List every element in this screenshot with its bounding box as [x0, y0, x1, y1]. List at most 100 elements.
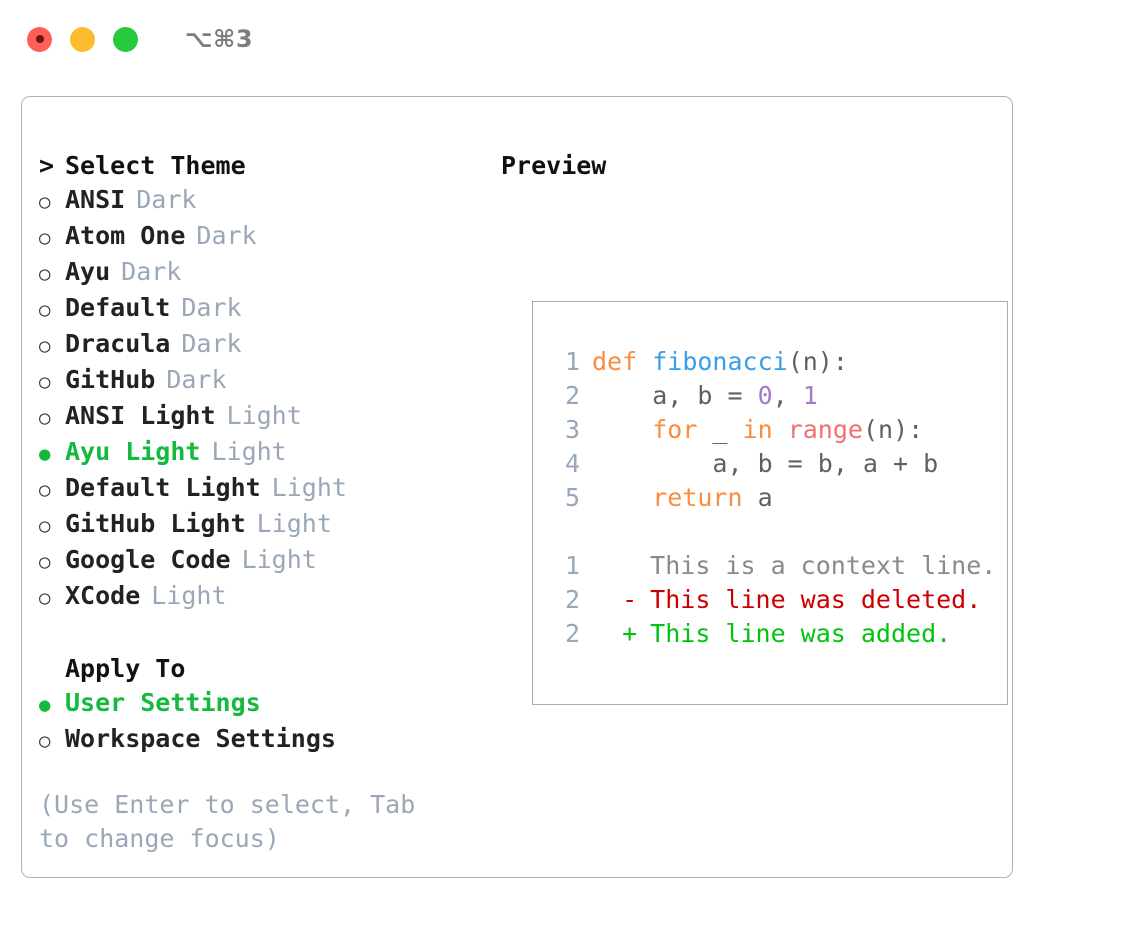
apply-to-item[interactable]: ● User Settings [39, 686, 489, 722]
theme-name: Ayu Light [65, 437, 201, 466]
apply-to-heading: Apply To [39, 652, 489, 686]
theme-variant-badge: Light [226, 401, 302, 430]
keyboard-shortcut-label: ⌥⌘3 [185, 25, 254, 53]
theme-name: Google Code [65, 545, 231, 574]
preview-heading: Preview [501, 149, 996, 183]
line-number: 1 [564, 551, 580, 580]
code-line: 2 a, b = 0, 1 [550, 379, 938, 413]
radio-unselected-icon: ○ [39, 407, 51, 429]
diff-marker: + [622, 619, 638, 648]
theme-variant-badge: Light [271, 473, 347, 502]
theme-list-item[interactable]: ○ GitHub Dark [39, 363, 489, 399]
theme-name: GitHub Light [65, 509, 246, 538]
theme-variant-badge: Dark [181, 329, 242, 358]
code-token: a [742, 483, 773, 512]
diff-line: 1 This is a context line. [550, 549, 996, 583]
theme-name: ANSI [65, 185, 126, 214]
apply-to-item[interactable]: ○ Workspace Settings [39, 722, 489, 758]
radio-unselected-icon: ○ [39, 299, 51, 321]
code-token: _ [697, 415, 743, 444]
radio-selected-icon: ● [39, 694, 51, 716]
radio-unselected-icon: ○ [39, 479, 51, 501]
theme-name: Default Light [65, 473, 261, 502]
diff-marker: - [622, 585, 638, 614]
theme-variant-badge: Dark [196, 221, 257, 250]
code-line: 4 a, b = b, a + b [550, 447, 938, 481]
line-number: 2 [564, 585, 580, 614]
close-button[interactable] [27, 26, 52, 52]
diff-gutter-space [592, 619, 622, 648]
theme-list-item[interactable]: ○ GitHub Light Light [39, 507, 489, 543]
theme-variant-badge: Dark [181, 293, 242, 322]
diff-gutter-space [592, 585, 622, 614]
code-token: a, b = [592, 381, 758, 410]
code-token [773, 415, 788, 444]
theme-list-item[interactable]: ○ Default Dark [39, 291, 489, 327]
heading-marker: > [39, 151, 55, 180]
radio-unselected-icon: ○ [39, 730, 51, 752]
theme-name: Ayu [65, 257, 111, 286]
theme-name: GitHub [65, 365, 156, 394]
radio-unselected-icon: ○ [39, 515, 51, 537]
radio-unselected-icon: ○ [39, 371, 51, 393]
line-number: 2 [564, 619, 580, 648]
zoom-button[interactable] [113, 26, 138, 52]
code-line: 5 return a [550, 481, 938, 515]
diff-text: This line was deleted. [635, 585, 982, 614]
diff-line: 2 - This line was deleted. [550, 583, 996, 617]
select-theme-heading: > Select Theme [39, 149, 489, 183]
theme-list-item[interactable]: ○ Google Code Light [39, 543, 489, 579]
theme-list-item[interactable]: ○ Default Light Light [39, 471, 489, 507]
diff-text: This is a context line. [635, 551, 997, 580]
code-token [592, 483, 652, 512]
diff-gutter-space [592, 551, 622, 580]
theme-list-item[interactable]: ○ ANSI Light Light [39, 399, 489, 435]
radio-unselected-icon: ○ [39, 551, 51, 573]
apply-to-list: ● User Settings ○ Workspace Settings [39, 686, 489, 758]
code-token: in [742, 415, 773, 444]
window-titlebar: ⌥⌘3 [0, 0, 1140, 78]
apply-to-label: Workspace Settings [65, 724, 336, 753]
theme-variant-badge: Dark [121, 257, 182, 286]
traffic-lights [27, 26, 138, 52]
theme-list-item[interactable]: ○ Dracula Dark [39, 327, 489, 363]
minimize-button[interactable] [70, 26, 95, 52]
preview-heading-label: Preview [501, 151, 607, 180]
theme-name: ANSI Light [65, 401, 216, 430]
line-number: 3 [564, 415, 580, 444]
select-theme-heading-label: Select Theme [65, 151, 246, 180]
code-token: (n): [787, 347, 848, 376]
theme-variant-badge: Dark [166, 365, 227, 394]
radio-unselected-icon: ○ [39, 227, 51, 249]
theme-variant-badge: Light [256, 509, 332, 538]
theme-variant-badge: Light [241, 545, 317, 574]
code-token: fibonacci [652, 347, 788, 376]
line-number: 1 [564, 347, 580, 376]
apply-to-label: User Settings [65, 688, 261, 717]
line-number: 4 [564, 449, 580, 478]
diff-text: This line was added. [635, 619, 952, 648]
theme-variant-badge: Light [151, 581, 227, 610]
code-token: 1 [802, 381, 818, 410]
line-number: 5 [564, 483, 580, 512]
radio-unselected-icon: ○ [39, 335, 51, 357]
code-line: 3 for _ in range(n): [550, 413, 938, 447]
code-token: (n): [862, 415, 924, 444]
theme-name: Default [65, 293, 171, 322]
theme-name: Dracula [65, 329, 171, 358]
apply-to-heading-label: Apply To [65, 654, 186, 683]
line-number: 2 [564, 381, 580, 410]
code-token: 0 [757, 381, 773, 410]
code-token: return [652, 483, 743, 512]
